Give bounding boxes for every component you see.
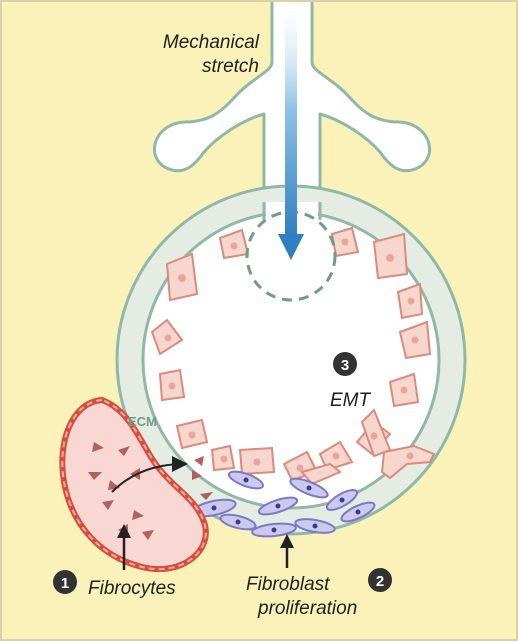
emt-label: EMT xyxy=(330,390,372,411)
up-arrow-icon xyxy=(280,534,294,568)
svg-text:1: 1 xyxy=(61,575,69,592)
marker-1: 1 xyxy=(53,570,77,594)
ecm-label: ECM xyxy=(128,414,157,429)
fibrocytes-label: Fibrocytes xyxy=(88,578,176,599)
mechanical-label-line1: Mechanical xyxy=(163,32,260,53)
svg-text:2: 2 xyxy=(376,573,384,590)
fibroblast-label-line2: proliferation xyxy=(257,598,357,619)
mechanical-label-line2: stretch xyxy=(202,56,259,77)
fibroblast-label-line1: Fibroblast xyxy=(246,574,330,595)
svg-text:3: 3 xyxy=(341,357,349,374)
marker-3: 3 xyxy=(333,352,357,376)
marker-2: 2 xyxy=(368,568,392,592)
